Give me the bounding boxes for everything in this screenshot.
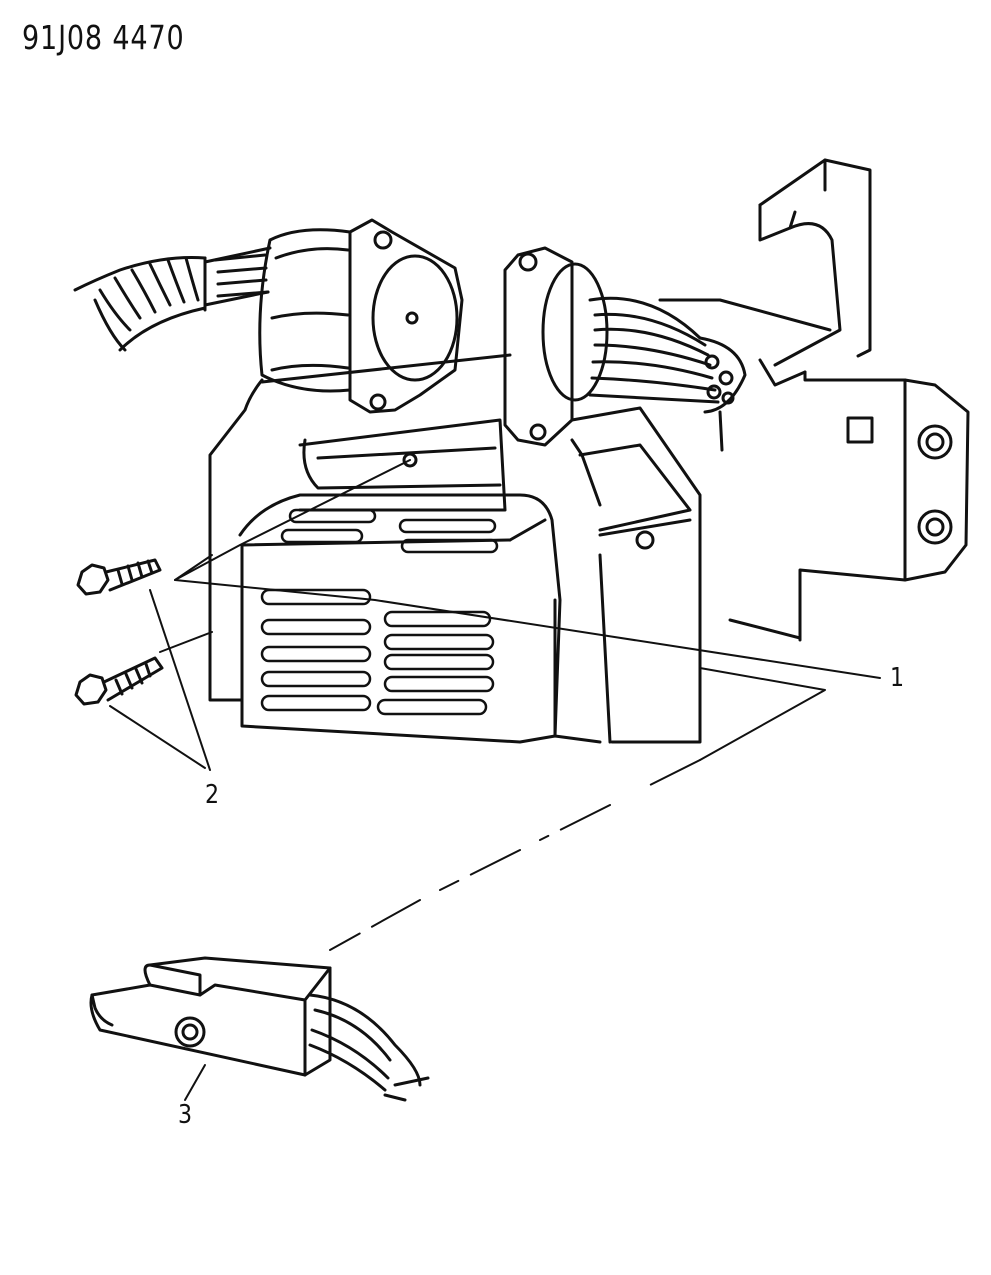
screw-upper (78, 560, 160, 594)
callout-1: 1 (890, 663, 905, 693)
callout-1-leader (175, 580, 880, 678)
callout-2-leader-upper (150, 590, 210, 770)
callout-2-leader-lower (110, 706, 205, 768)
flange-hole-icon (371, 395, 385, 409)
mounting-bracket (730, 160, 968, 640)
bracket-nut-lower-icon (919, 511, 951, 543)
flange-hole-icon (531, 425, 545, 439)
document-id: 91J08 4470 (22, 18, 185, 57)
flange-hole-icon (520, 254, 536, 270)
screw-lower (76, 658, 162, 704)
callout-2: 2 (205, 780, 220, 810)
module-vent-slots (262, 510, 497, 714)
leader-lines (110, 460, 880, 1100)
bracket-slot-icon (848, 418, 872, 442)
control-module (210, 355, 700, 742)
right-harness-connector (505, 248, 830, 450)
harness-connector-plug (91, 958, 428, 1100)
module-screw-icon (637, 532, 653, 548)
bracket-nut-upper-icon (919, 426, 951, 458)
assembly-line (700, 668, 825, 760)
callout-3-leader (185, 1065, 205, 1100)
plug-screw-icon (176, 1018, 204, 1046)
flange-hole-icon (375, 232, 391, 248)
callout-3: 3 (178, 1100, 193, 1130)
connector-pin-icon (407, 313, 417, 323)
left-harness-connector (75, 220, 462, 412)
